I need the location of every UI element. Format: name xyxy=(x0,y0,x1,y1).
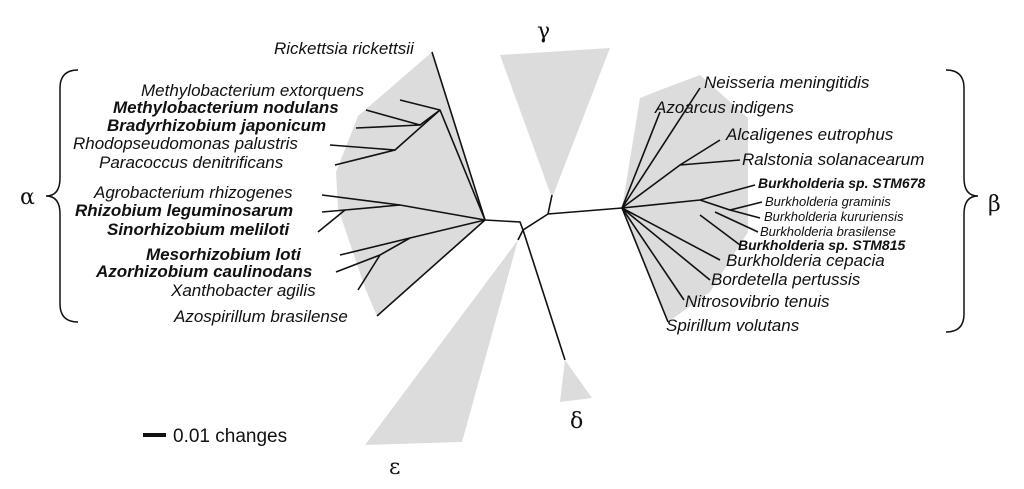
taxon-label-a9: Mesorhizobium loti xyxy=(146,245,302,264)
taxon-label-b1: Azoarcus indigens xyxy=(654,98,794,117)
taxon-label-b3: Ralstonia solanacearum xyxy=(742,150,924,169)
taxon-label-a2: Methylobacterium nodulans xyxy=(113,98,339,117)
taxon-label-b2: Alcaligenes eutrophus xyxy=(725,125,894,144)
tree-backbone xyxy=(484,194,623,361)
epsilon-group-label: ε xyxy=(389,455,400,480)
taxon-label-a12: Azospirillum brasilense xyxy=(173,307,348,326)
taxon-label-a0: Rickettsia rickettsii xyxy=(274,39,415,58)
beta-taxa: Neisseria meningitidis Azoarcus indigens… xyxy=(654,73,925,335)
taxon-label-b11: Nitrosovibrio tenuis xyxy=(685,292,830,311)
taxon-label-a5: Paracoccus denitrificans xyxy=(99,153,284,172)
taxon-label-b7: Burkholderia brasilense xyxy=(760,224,896,239)
beta-clade-shading xyxy=(622,75,748,322)
taxon-label-b12: Spirillum volutans xyxy=(666,316,800,335)
alpha-brace xyxy=(45,69,79,323)
taxon-label-a3: Bradyrhizobium japonicum xyxy=(107,116,326,135)
delta-clade-shading xyxy=(560,360,592,402)
taxon-label-a10: Azorhizobium caulinodans xyxy=(95,262,312,281)
taxon-label-a7: Rhizobium leguminosarum xyxy=(75,201,293,220)
taxon-label-a6: Agrobacterium rhizogenes xyxy=(93,183,293,202)
taxon-label-a11: Xanthobacter agilis xyxy=(170,281,316,300)
gamma-clade-shading xyxy=(500,48,610,198)
gamma-group-label: γ xyxy=(537,19,550,44)
delta-group-label: δ xyxy=(570,409,583,434)
beta-brace xyxy=(945,69,979,333)
taxon-label-b4: Burkholderia sp. STM678 xyxy=(758,175,925,191)
taxon-label-a1: Methylobacterium extorquens xyxy=(141,81,365,100)
beta-branches xyxy=(621,87,763,323)
taxon-label-b10: Bordetella pertussis xyxy=(711,270,861,289)
epsilon-clade-shading xyxy=(365,240,518,445)
scale-bar: 0.01 changes xyxy=(143,426,287,447)
alpha-taxa: Rickettsia rickettsii Methylobacterium e… xyxy=(73,39,415,326)
taxon-label-b0: Neisseria meningitidis xyxy=(704,73,870,92)
scale-bar-label: 0.01 changes xyxy=(173,426,287,447)
taxon-label-b8: Burkholderia sp. STM815 xyxy=(738,237,905,253)
taxon-label-b9: Burkholderia cepacia xyxy=(726,251,885,270)
taxon-label-b5: Burkholderia graminis xyxy=(765,194,891,209)
alpha-branches xyxy=(317,51,486,317)
alpha-group-label: α xyxy=(20,185,35,210)
taxon-label-b6: Burkholderia kururiensis xyxy=(764,209,904,224)
alpha-clade-shading xyxy=(336,52,485,316)
taxon-label-a4: Rhodopseudomonas palustris xyxy=(73,134,298,153)
beta-group-label: β xyxy=(988,192,1001,217)
taxon-label-a8: Sinorhizobium meliloti xyxy=(107,220,291,239)
